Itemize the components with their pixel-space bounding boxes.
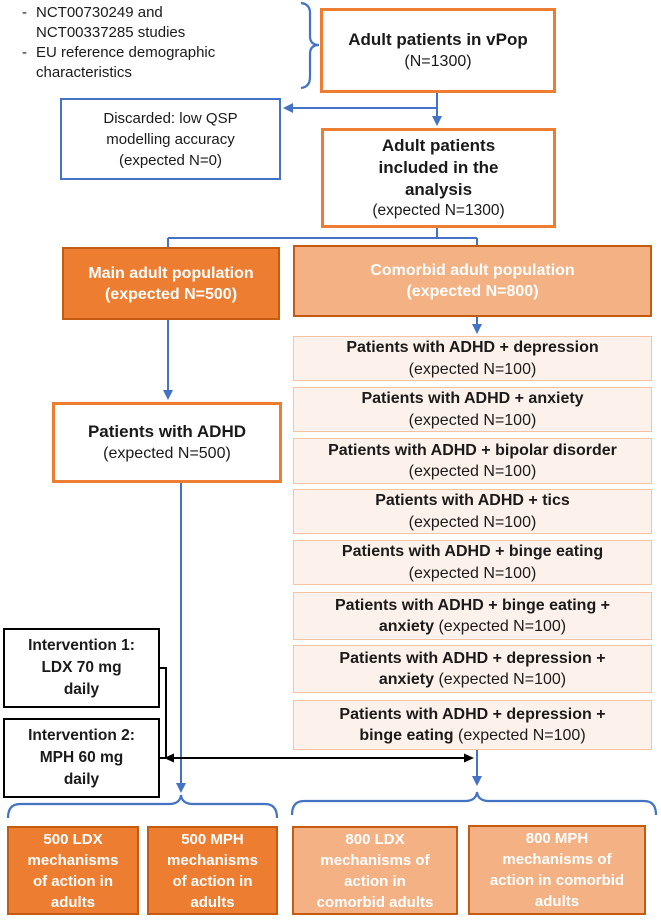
list-item: - NCT00730249 and NCT00337285 studies	[22, 3, 307, 43]
brace-icon-adult-outcomes	[6, 794, 279, 819]
brace-icon-sources	[300, 1, 320, 90]
box-outcome-mph-comorbid: 800 MPH mechanisms of action in comorbid…	[468, 825, 646, 915]
box-comorbidity-binge-anxiety: Patients with ADHD + binge eating + anxi…	[293, 592, 652, 640]
bullet-dash: -	[22, 44, 27, 61]
box-intervention-2: Intervention 2: MPH 60 mg daily	[3, 718, 160, 798]
condition-label: Patients with ADHD + binge eating	[341, 543, 604, 560]
arrow-icon-to-comorbid-list	[472, 324, 482, 334]
box-comorbidity-depression-binge: Patients with ADHD + depression + binge …	[293, 700, 652, 750]
expected-n: (expected N=100)	[408, 360, 537, 378]
condition-label: Patients with ADHD + depression + anxiet…	[339, 649, 606, 689]
condition-label: Patients with ADHD + tics	[375, 492, 570, 509]
box-intervention-1: Intervention 1: LDX 70 mg daily	[3, 628, 160, 708]
box-title: Adult patients in vPop	[348, 30, 528, 49]
box-included: Adult patients included in the analysis …	[321, 128, 556, 228]
expected-n: (expected N=100)	[408, 513, 537, 531]
condition-label: Patients with ADHD + depression + binge …	[339, 705, 606, 745]
arrow-icon-comorbid-down	[472, 776, 482, 786]
arrow-icon-to-discarded	[283, 103, 293, 113]
bullet-dash: -	[22, 4, 27, 21]
box-text: 500 MPH mechanisms of action in adults	[167, 830, 258, 911]
box-outcome-ldx-comorbid: 800 LDX mechanisms of action in comorbid…	[292, 826, 458, 915]
brace-icon-comorbid-outcomes	[290, 791, 658, 816]
expected-n: (expected N=100)	[438, 671, 567, 688]
box-title: Adult patients included in the analysis	[378, 136, 499, 199]
expected-n: (expected N=100)	[408, 463, 537, 480]
arrow-icon-adhd-down	[176, 783, 186, 793]
note-text: NCT00730249 and NCT00337285 studies	[36, 4, 186, 41]
box-text: Intervention 1: LDX 70 mg daily	[28, 637, 135, 698]
expected-n: (expected N=100)	[438, 618, 567, 635]
condition-label: Patients with ADHD + anxiety	[361, 390, 584, 407]
box-subtitle: (expected N=1300)	[372, 202, 505, 219]
box-comorbidity-binge-eating: Patients with ADHD + binge eating (expec…	[293, 540, 652, 585]
box-outcome-ldx-adults: 500 LDX mechanisms of action in adults	[7, 826, 139, 915]
box-text: 800 LDX mechanisms of action in comorbid…	[316, 830, 434, 911]
box-text: Intervention 2: MPH 60 mg daily	[28, 727, 135, 788]
box-vpop: Adult patients in vPop (N=1300)	[320, 8, 556, 93]
flow-line-interventions	[160, 667, 465, 759]
box-comorbidity-anxiety: Patients with ADHD + anxiety (expected N…	[293, 387, 652, 432]
box-comorbidity-tics: Patients with ADHD + tics (expected N=10…	[293, 489, 652, 534]
flow-line-vpop	[285, 90, 438, 118]
box-comorbidity-depression: Patients with ADHD + depression (expecte…	[293, 336, 652, 381]
condition-label: Patients with ADHD + bipolar disorder	[328, 441, 617, 459]
list-item: - EU reference demographic characteristi…	[22, 43, 307, 83]
source-notes-list: - NCT00730249 and NCT00337285 studies - …	[22, 3, 307, 83]
arrow-icon-to-included	[432, 116, 442, 126]
box-title: Patients with ADHD	[87, 422, 247, 441]
box-subtitle: (expected N=500)	[104, 285, 238, 303]
expected-n: (expected N=100)	[408, 564, 537, 582]
condition-label: Patients with ADHD + depression	[346, 339, 599, 356]
box-text: 500 LDX mechanisms of action in adults	[27, 830, 119, 911]
flow-line-split	[167, 228, 478, 247]
box-text: 800 MPH mechanisms of action in comorbid…	[489, 830, 625, 910]
box-text: Discarded: low QSP modelling accuracy (e…	[103, 109, 238, 169]
note-text: EU reference demographic characteristics	[36, 44, 216, 81]
box-adhd: Patients with ADHD (expected N=500)	[52, 402, 282, 483]
box-comorbidity-depression-anxiety: Patients with ADHD + depression + anxiet…	[293, 645, 652, 693]
box-subtitle: (expected N=800)	[406, 283, 539, 300]
box-title: Comorbid adult population	[370, 262, 575, 279]
box-comorbid-population: Comorbid adult population (expected N=80…	[293, 245, 652, 317]
expected-n: (expected N=100)	[408, 411, 537, 429]
arrow-icon-interventions-right	[464, 753, 474, 763]
box-discarded: Discarded: low QSP modelling accuracy (e…	[60, 98, 281, 180]
box-outcome-mph-adults: 500 MPH mechanisms of action in adults	[147, 826, 278, 915]
expected-n: (expected N=100)	[458, 727, 586, 744]
condition-label: Patients with ADHD + binge eating + anxi…	[335, 596, 610, 636]
arrow-icon-interventions-left	[164, 753, 174, 763]
box-title: Main adult population	[88, 264, 254, 282]
box-subtitle: (N=1300)	[404, 53, 472, 70]
box-subtitle: (expected N=500)	[103, 445, 231, 462]
arrow-icon-to-adhd	[163, 390, 173, 400]
box-main-population: Main adult population (expected N=500)	[62, 247, 280, 320]
box-comorbidity-bipolar: Patients with ADHD + bipolar disorder (e…	[293, 438, 652, 484]
